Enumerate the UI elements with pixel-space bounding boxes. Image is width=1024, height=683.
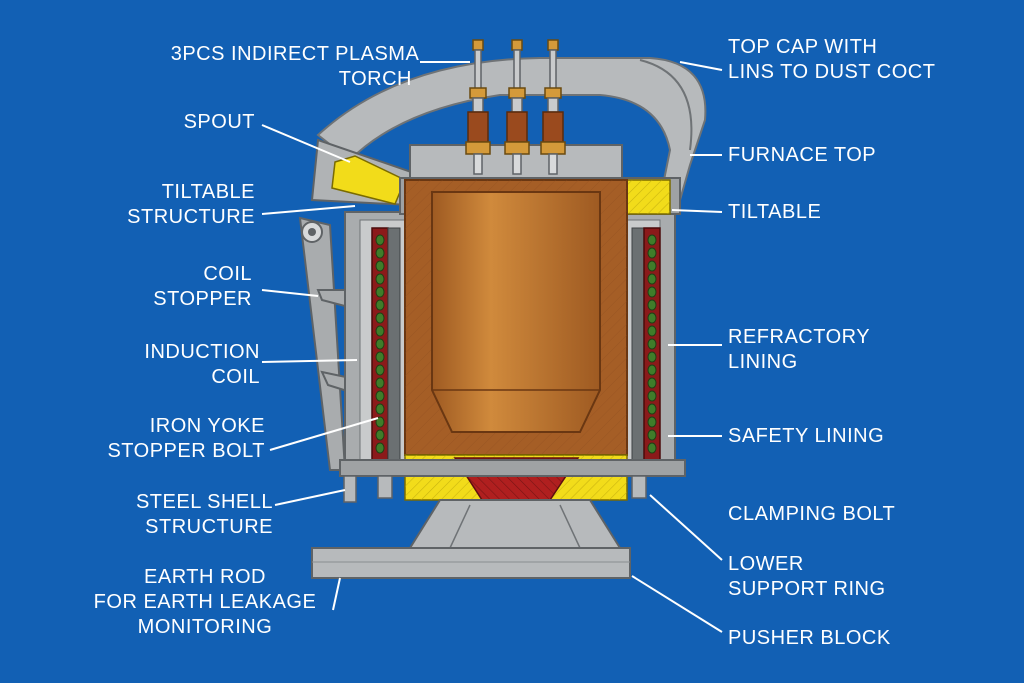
coil-turn [647,416,657,428]
coil-turn [375,299,385,311]
coil-turn [647,351,657,363]
coil-turn [375,286,385,298]
coil-turn [647,234,657,246]
coil-turn [647,403,657,415]
coil-turn [647,429,657,441]
torch [540,39,566,175]
torch [504,39,530,175]
coil-turns [375,234,657,454]
label-top-cap: TOP CAP WITH LINS TO DUST COCT [728,36,936,83]
coil-turn [647,364,657,376]
coil-turn [375,364,385,376]
coil-turn [647,247,657,259]
leader-lines [261,61,723,633]
label-iron-yoke: IRON YOKE STOPPER BOLT [107,415,265,462]
coil-turn [647,390,657,402]
coil-turn [375,429,385,441]
coil-turn [647,273,657,285]
coil-turn [375,247,385,259]
coil-turn [375,338,385,350]
coil-turn [647,338,657,350]
label-clamping-bolt: CLAMPING BOLT [728,503,896,525]
coil-turn [375,260,385,272]
tiltable-frame [298,216,347,471]
label-tiltable: TILTABLE [728,201,822,223]
label-furnace-top: FURNACE TOP [728,144,877,166]
coil-turn [375,416,385,428]
coil-turn [375,325,385,337]
coil-turn [647,442,657,454]
label-plasma-torch: 3PCS INDIRECT PLASMA TORCH [170,43,420,90]
coil-turn [375,234,385,246]
plasma-torches [465,39,566,175]
label-coil-stopper: COIL STOPPER [153,263,252,310]
label-refractory-lining: REFRACTORY LINING [728,326,871,373]
coil-turn [375,273,385,285]
coil-turn [375,403,385,415]
crucible [431,191,601,433]
label-steel-shell: STEEL SHELL STRUCTURE [135,491,273,538]
coil-turn [375,390,385,402]
coil-turn [647,286,657,298]
label-safety-lining: SAFETY LINING [728,425,885,447]
coil-turn [647,312,657,324]
coil-turn [375,442,385,454]
coil-turn [647,377,657,389]
label-lower-support-ring: LOWER SUPPORT RING [728,553,886,600]
top-cap [316,57,707,201]
coil-turn [375,351,385,363]
clamping-bolt-left [343,475,393,503]
coil-turn [647,325,657,337]
clamping-bolt-right [631,475,647,499]
label-induction-coil: INDUCTION COIL [144,341,260,388]
label-pusher-block: PUSHER BLOCK [728,627,891,649]
pedestal [408,499,622,549]
label-spout: SPOUT [183,111,255,133]
label-earth-rod: EARTH ROD FOR EARTH LEAKAGE MONITORING [93,566,317,638]
coil-turn [647,299,657,311]
coil-turn [375,312,385,324]
pusher-block [311,547,631,579]
coil-turn [647,260,657,272]
torch [465,39,491,175]
lower-support-ring [339,459,686,477]
coil-turn [375,377,385,389]
label-tiltable-structure: TILTABLE STRUCTURE [127,181,255,228]
